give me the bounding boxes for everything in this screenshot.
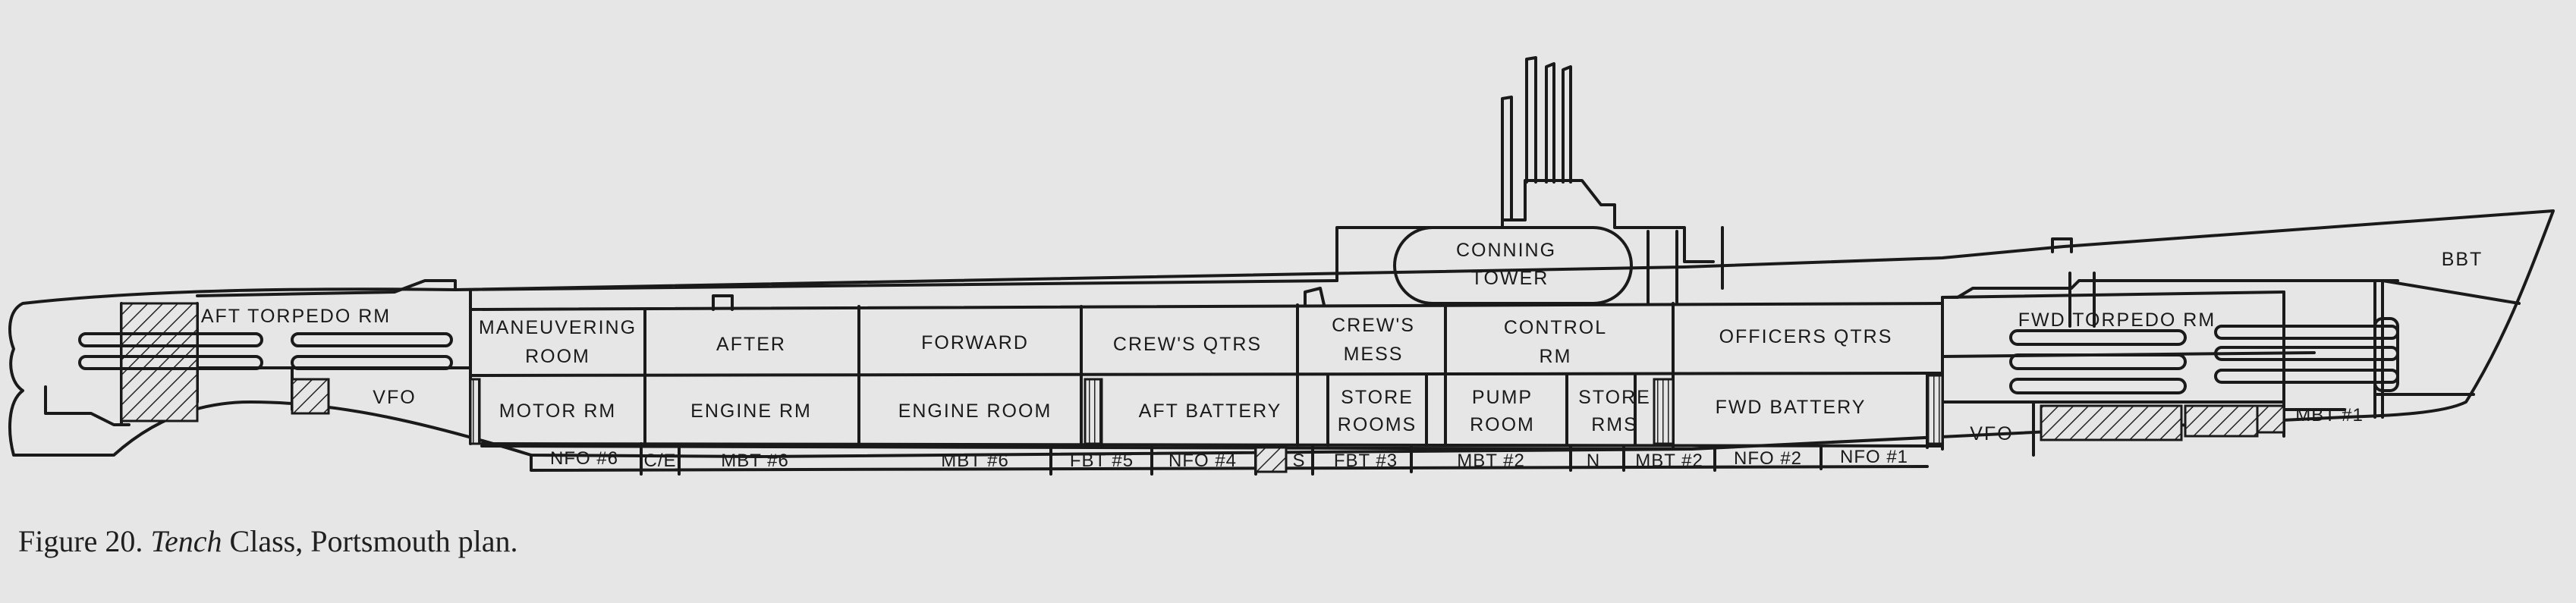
control-room-label-2: RM [1540,346,1572,367]
fwd-vfo-label: VFO [1970,423,2013,444]
maneuvering-label: MANEUVERING [479,317,637,338]
tank-s: S [1292,451,1305,471]
after-engine-room-label: ENGINE RM [690,400,812,422]
tank-mbt6-aft: MBT #6 [721,451,789,471]
figure-number: Figure 20. [18,524,143,558]
tank-mbt1: MBT #1 [2295,405,2364,426]
conning-tower-label-2: TOWER [1471,268,1549,289]
bow-ballast-label: BBT [2442,249,2483,270]
tank-nfo6: NFO #6 [550,448,618,469]
aft-deck-step [196,279,457,297]
tank-mbt2-fwd: MBT #2 [1635,451,1703,471]
caption-text: Class, Portsmouth plan. [229,524,518,558]
store-rms-label-2: RMS [1591,414,1638,435]
maneuvering-room-label: ROOM [525,346,590,367]
deck-upper [469,302,1944,311]
store-rms-label: STORE [1578,387,1651,408]
aft-battery-label: AFT BATTERY [1139,400,1282,422]
tank-nfo4: NFO #4 [1168,451,1237,471]
deck-middle [469,372,1944,377]
figure-caption: Figure 20. Tench Class, Portsmouth plan. [18,523,518,559]
tank-mbt2-aft: MBT #2 [1457,451,1525,471]
motor-room-label: MOTOR RM [499,400,616,422]
officers-qtrs-label: OFFICERS QTRS [1719,326,1893,347]
tank-nfo1: NFO #1 [1840,447,1908,467]
store-rooms-label-2: ROOMS [1338,414,1417,435]
mast-4 [1562,65,1572,184]
crews-mess-label: CREW'S [1332,315,1415,336]
store-rooms-label: STORE [1341,387,1414,408]
aft-ballast-hatch [120,302,199,422]
fwd-battery-label: FWD BATTERY [1716,397,1867,418]
tank-fbt3: FBT #3 [1334,451,1398,471]
pump-room-label-2: ROOM [1470,414,1535,435]
aft-torpedo-room-label: AFT TORPEDO RM [201,306,391,327]
deck-lower [480,442,1944,448]
tank-n: N [1587,451,1600,471]
fwd-torpedo-room-label: FWD TORPEDO RM [2018,309,2216,331]
tank-fbt5: FBT #5 [1070,451,1134,471]
control-room-label: CONTROL [1504,317,1607,338]
tank-nfo2: NFO #2 [1734,448,1802,469]
mast-1 [1501,96,1513,221]
stern-detail [44,385,131,426]
crews-qtrs-label: CREW'S QTRS [1113,334,1262,355]
tank-mbt6-fwd: MBT #6 [941,451,1009,471]
conning-tower-label: CONNING [1456,240,1556,261]
crews-mess-label-2: MESS [1344,344,1404,365]
after-engine-label: AFTER [716,334,786,355]
class-name: Tench [150,524,222,558]
pump-room-label: PUMP [1472,387,1533,408]
mast-2 [1525,56,1537,184]
forward-engine-room-label: ENGINE ROOM [898,400,1052,422]
tank-ce: C/E [643,451,676,471]
conning-tower-shape [1393,226,1633,305]
mast-3 [1545,62,1555,184]
aft-vfo-label: VFO [373,387,416,408]
forward-engine-label: FORWARD [921,332,1029,353]
